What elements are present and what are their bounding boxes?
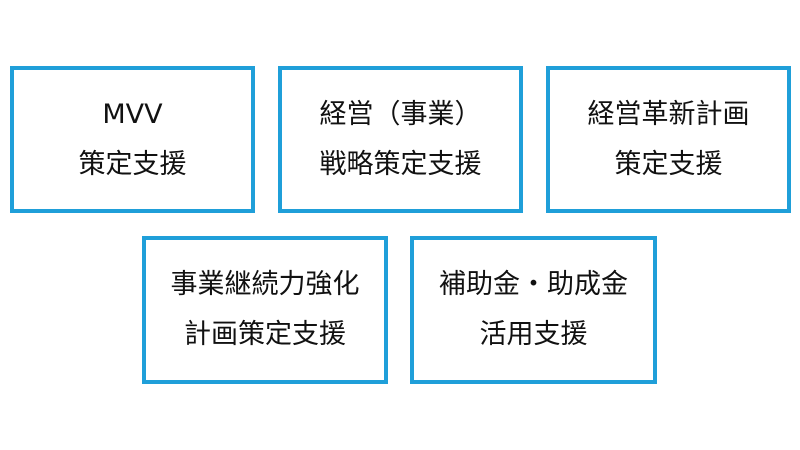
- support-box-subsidy-grant: 補助金・助成金 活用支援: [410, 236, 657, 384]
- box-text-line: MVV: [102, 98, 163, 130]
- box-text-line: 戦略策定支援: [319, 148, 482, 180]
- support-box-innovation-plan: 経営革新計画 策定支援: [546, 66, 791, 213]
- box-text-line: 経営（事業）: [319, 98, 482, 130]
- box-text-line: 策定支援: [78, 148, 187, 180]
- box-text-line: 計画策定支援: [184, 319, 346, 350]
- support-box-business-strategy: 経営（事業） 戦略策定支援: [278, 66, 523, 213]
- box-text-line: 策定支援: [614, 148, 723, 180]
- support-box-continuity-plan: 事業継続力強化 計画策定支援: [142, 236, 388, 384]
- support-box-mvv: MVV 策定支援: [10, 66, 255, 213]
- box-text-line: 事業継続力強化: [170, 269, 360, 301]
- box-text-line: 補助金・助成金: [439, 269, 628, 301]
- box-text-line: 活用支援: [479, 319, 588, 350]
- box-text-line: 経営革新計画: [587, 98, 750, 130]
